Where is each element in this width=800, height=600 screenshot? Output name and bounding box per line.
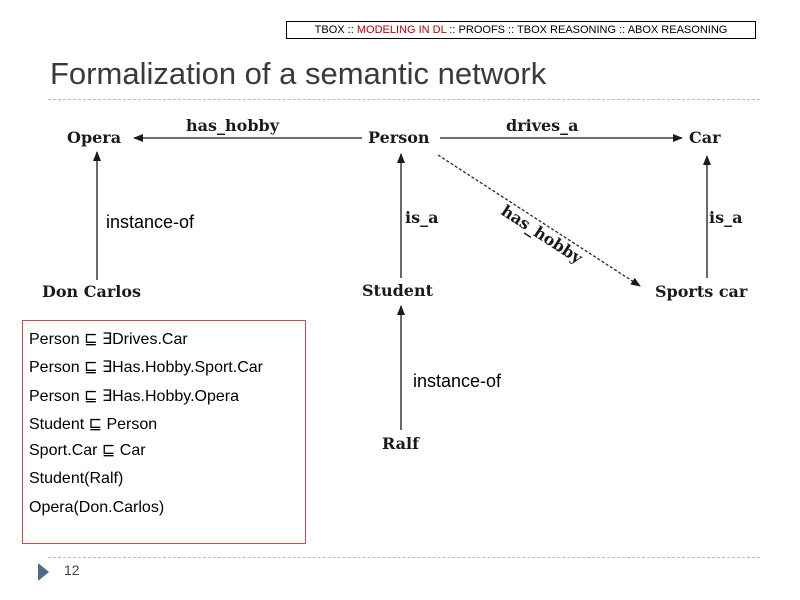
axiom-line: Sport.Car ⊑ Car [29,442,146,459]
slide-bullet-icon [38,563,49,581]
label-instance-of-ralf: instance-of [413,371,502,391]
edge-has-hobby-sports-car [437,154,641,287]
label-instance-of-don-carlos: instance-of [106,212,195,232]
title-divider [48,99,760,100]
label-is-a-student: is_a [405,208,439,227]
nav-item-modeling-in-dl[interactable]: MODELING IN DL [356,24,447,36]
nav-item-tbox-reasoning[interactable]: TBOX REASONING [517,24,617,36]
axiom-line: Person ⊑ ∃Has.Hobby.Sport.Car [29,359,263,376]
section-nav: TBOX :: MODELING IN DL :: PROOFS :: TBOX… [286,21,756,39]
axiom-line: Student ⊑ Person [29,416,158,433]
nav-item-proofs[interactable]: PROOFS [458,24,505,36]
axiom-line: Person ⊑ ∃Drives.Car [29,331,188,348]
page-number: 12 [64,562,80,578]
axiom-line: Opera(Don.Carlos) [29,499,165,516]
node-ralf: Ralf [382,434,419,453]
nav-separator: :: [616,24,628,36]
label-is-a-sports-car: is_a [709,208,743,227]
nav-item-tbox[interactable]: TBOX [314,24,345,36]
nav-separator: :: [344,24,357,36]
node-don-carlos: Don Carlos [42,282,142,301]
nav-item-abox-reasoning[interactable]: ABOX REASONING [627,24,728,36]
node-student: Student [362,281,433,300]
node-person: Person [368,128,430,147]
footer-divider [48,557,760,558]
slide-title: Formalization of a semantic network [50,56,547,91]
label-has-hobby-opera: has_hobby [186,116,279,135]
axioms-box: Person ⊑ ∃Drives.Car Person ⊑ ∃Has.Hobby… [22,320,306,544]
node-opera: Opera [67,128,122,147]
node-car: Car [689,128,721,147]
axiom-line: Student(Ralf) [29,470,124,487]
axiom-line: Person ⊑ ∃Has.Hobby.Opera [29,388,239,405]
label-drives-a: drives_a [506,116,579,135]
node-sports-car: Sports car [655,282,748,301]
nav-separator: :: [446,24,459,36]
nav-separator: :: [505,24,518,36]
